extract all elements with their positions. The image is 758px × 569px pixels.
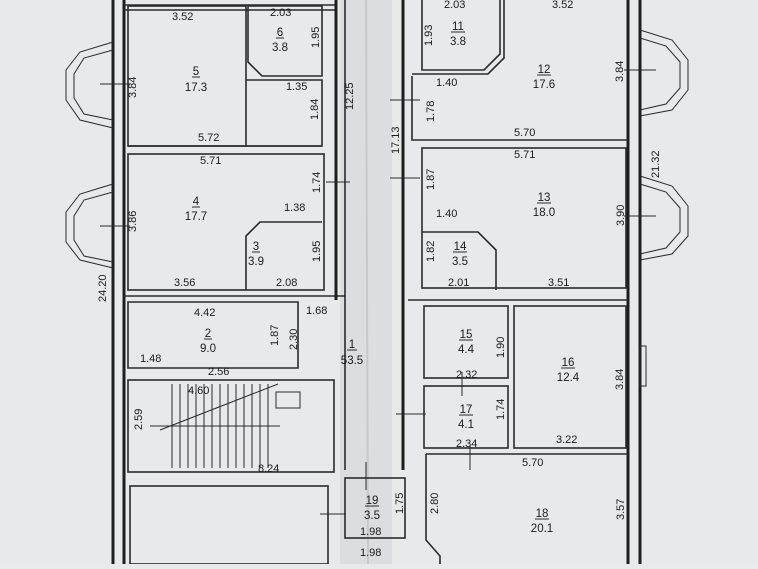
- dimension-label: 21.32: [650, 150, 662, 178]
- room-13-area: 18.0: [533, 207, 555, 219]
- dimension-label: 3.52: [552, 0, 573, 11]
- room-13-number: 13: [538, 192, 551, 204]
- page-fold-line: [365, 0, 369, 565]
- dimension-label: 1.74: [495, 399, 507, 420]
- dimension-label: 3.84: [127, 77, 139, 98]
- dimension-label: 2.01: [448, 277, 469, 289]
- dimension-label: 1.75: [394, 493, 406, 514]
- room-4-area: 17.7: [185, 211, 207, 223]
- dimension-label: 1.87: [425, 169, 437, 190]
- door-marks: [320, 99, 471, 515]
- right-walls: [401, 0, 642, 564]
- room-12-number: 12: [538, 64, 551, 76]
- room-3-area: 3.9: [248, 256, 264, 268]
- room-14-area: 3.5: [452, 256, 468, 268]
- room-12-area: 17.6: [533, 79, 555, 91]
- dimension-label: 3.90: [615, 205, 627, 226]
- dimension-label: 2.08: [276, 277, 297, 289]
- dimension-label: 1.48: [140, 353, 161, 365]
- dimension-label: 3.84: [614, 61, 626, 82]
- dimension-label: 1.82: [425, 241, 437, 262]
- room-18-number: 18: [536, 508, 549, 520]
- room-6-area: 3.8: [272, 42, 288, 54]
- room-15-area: 4.4: [458, 344, 475, 356]
- dimension-label: 1.40: [436, 208, 457, 220]
- dimension-label: 2.32: [456, 369, 477, 381]
- dimension-label: 3.52: [172, 11, 193, 23]
- dimension-label: 5.71: [514, 149, 535, 161]
- room-16-number: 16: [562, 357, 575, 369]
- room-14-number: 14: [454, 241, 467, 253]
- dimension-label: 1.84: [309, 99, 321, 120]
- dimension-label: 1.68: [306, 305, 327, 317]
- right-bay-windows: [624, 29, 689, 387]
- dimension-label: 2.80: [429, 493, 441, 514]
- dimension-label: 1.98: [360, 547, 381, 559]
- dimension-label: 3.22: [556, 434, 577, 446]
- room-6-number: 6: [277, 27, 283, 39]
- dimension-label: 1.78: [425, 101, 437, 122]
- room-17-area: 4.1: [458, 419, 474, 431]
- dimension-label: 2.34: [456, 438, 477, 450]
- dimension-label: 1.95: [310, 27, 322, 48]
- dimension-label: 2.30: [288, 329, 300, 350]
- dimension-label: 3.57: [615, 499, 627, 520]
- room-labels: 1 53.5 2 9.0 3 3.9 4 17.7 5 17.3 6 3.8 1…: [185, 21, 580, 535]
- room-15-number: 15: [460, 329, 473, 341]
- dimension-labels: 3.52 2.03 1.95 3.84 1.35 1.84 12.25 5.72…: [97, 0, 662, 559]
- dimension-label: 4.42: [194, 307, 215, 319]
- dimension-label: 3.56: [174, 277, 195, 289]
- dimension-label: 5.72: [198, 132, 219, 144]
- dimension-label: 1.90: [495, 337, 507, 358]
- dimension-label: 3.86: [127, 211, 139, 232]
- room-1-number: 1: [349, 339, 355, 351]
- dimension-label: 5.71: [200, 155, 221, 167]
- room-5-number: 5: [193, 66, 199, 78]
- dimension-label: 24.20: [97, 274, 109, 302]
- room-11-number: 11: [452, 21, 464, 33]
- room-number-underlines: [192, 31, 575, 520]
- room-18-area: 20.1: [531, 523, 553, 535]
- room-2-number: 2: [205, 328, 211, 340]
- left-walls: [111, 0, 406, 565]
- dimension-label: 1.87: [269, 325, 281, 346]
- dimension-label: 8.24: [258, 463, 279, 475]
- dimension-label: 12.25: [344, 82, 356, 110]
- dimension-label: 2.59: [133, 409, 145, 430]
- dimension-label: 1.93: [423, 25, 435, 46]
- room-2-area: 9.0: [200, 343, 216, 355]
- dimension-label: 4.60: [188, 385, 209, 397]
- left-bay-windows: [65, 41, 130, 269]
- dimension-label: 3.84: [614, 369, 626, 390]
- room-19-area: 3.5: [364, 510, 380, 522]
- room-11-area: 3.8: [450, 36, 466, 48]
- dimension-label: 1.40: [436, 77, 457, 89]
- room-4-number: 4: [193, 196, 200, 208]
- dimension-label: 5.70: [514, 127, 535, 139]
- room-5-area: 17.3: [185, 82, 207, 94]
- dimension-label: 1.95: [311, 241, 323, 262]
- dimension-label: 1.74: [311, 172, 323, 193]
- room-1-area: 53.5: [341, 355, 363, 367]
- dimension-label: 5.70: [522, 457, 543, 469]
- room-19-number: 19: [366, 495, 379, 507]
- room-3-number: 3: [253, 241, 259, 253]
- room-17-number: 17: [460, 404, 473, 416]
- dimension-label: 17.13: [390, 126, 402, 154]
- dimension-label: 2.03: [444, 0, 465, 11]
- staircase: [150, 383, 301, 468]
- dimension-label: 1.38: [284, 202, 305, 214]
- room-16-area: 12.4: [557, 372, 580, 384]
- dimension-label: 1.35: [286, 81, 307, 93]
- dimension-label: 1.98: [360, 526, 381, 538]
- dimension-label: 2.56: [208, 366, 229, 378]
- dimension-label: 2.03: [270, 7, 291, 19]
- dimension-label: 3.51: [548, 277, 569, 289]
